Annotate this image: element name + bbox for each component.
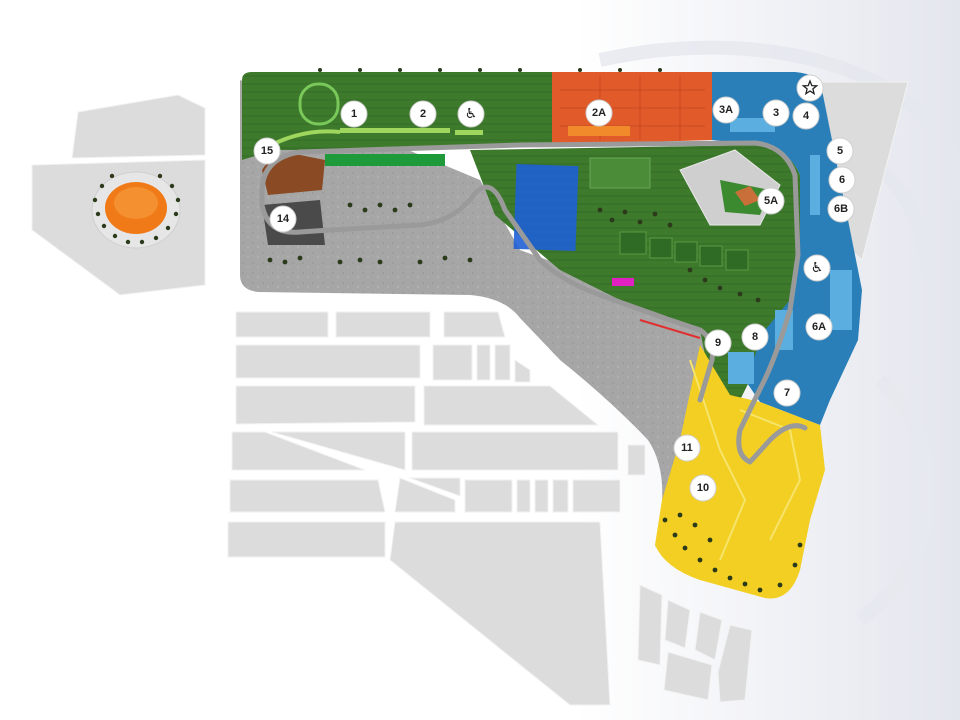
fields [619,231,749,271]
marker-4[interactable]: 4 [792,102,820,130]
marker-label: 10 [697,482,709,494]
wheelchair-icon: ♿ [465,106,478,122]
marker-circle [827,195,855,223]
marker-label: 6B [834,203,848,215]
city-blocks [31,81,909,706]
zone-gray [240,80,740,548]
yellow-paths [689,359,802,561]
trees [267,68,803,593]
marker-circle [269,205,297,233]
marker-label: 8 [752,331,758,343]
marker-6B[interactable]: 6B [827,195,855,223]
marker-circle [828,166,856,194]
zone-yellow [655,345,825,599]
marker-circle [409,100,437,128]
marker-label: 2A [592,107,606,119]
marker-circle [340,100,368,128]
marker-15[interactable]: 15 [253,137,281,165]
star-icon [801,79,819,96]
marker-5[interactable]: 5 [826,137,854,165]
marker-label: 5 [837,145,843,157]
marker-2A[interactable]: 2A [585,99,613,127]
marker-circle [826,137,854,165]
marker-circle [805,313,833,341]
marker-circle [689,474,717,502]
marker-14[interactable]: 14 [269,205,297,233]
marker-label: 7 [784,387,790,399]
marker-circle [704,329,732,357]
marker-3[interactable]: 3 [762,99,790,127]
marker-circle [773,379,801,407]
marker-label: 1 [351,108,357,120]
marker-circle [762,99,790,127]
marker-label: 2 [420,108,426,120]
marker-circle [585,99,613,127]
marker-5A[interactable]: 5A [757,187,785,215]
marker-label: 3 [773,107,779,119]
marker-label: 15 [261,145,273,157]
marker-label: 6 [839,174,845,186]
marker-star-icon[interactable] [796,74,824,102]
marker-circle [457,100,485,128]
race-track [259,140,808,465]
marker-2[interactable]: 2 [409,100,437,128]
marker-6A[interactable]: 6A [805,313,833,341]
marker-1[interactable]: 1 [340,100,368,128]
marker-label: 4 [803,110,810,122]
marker-circle [673,434,701,462]
marker-circle [712,96,740,124]
grandstand-2a [568,126,630,136]
marker-label: 5A [764,195,778,207]
marker-circle [253,137,281,165]
marker-10[interactable]: 10 [689,474,717,502]
marker-circle [803,254,831,282]
markers: 1 2 ♿ 2A 3A 3 4 5 6 6B 5A ♿ 6A 8 9 7 11 10 15 14 [253,74,856,502]
marker-circle [796,74,824,102]
field-1 [589,157,651,189]
marker-circle [792,102,820,130]
marker-7[interactable]: 7 [773,379,801,407]
marker-6[interactable]: 6 [828,166,856,194]
marker-label: 11 [681,442,693,454]
marker-circle [741,323,769,351]
lake [513,163,579,252]
marker-label: 6A [812,321,826,333]
track-curbs [639,319,701,339]
marker-label: 9 [715,337,721,349]
marker-circle [757,187,785,215]
magenta-marker [612,278,634,286]
stadium [91,171,181,249]
wheelchair-icon: ♿ [811,260,824,276]
marker-wheelchair-icon[interactable]: ♿ [457,100,485,128]
marker-label: 14 [277,213,290,225]
zone-green-north [242,72,555,160]
marker-3A[interactable]: 3A [712,96,740,124]
marker-8[interactable]: 8 [741,323,769,351]
marker-wheelchair-icon[interactable]: ♿ [803,254,831,282]
marker-9[interactable]: 9 [704,329,732,357]
building-15 [262,155,325,195]
marker-label: 3A [719,104,733,116]
marker-11[interactable]: 11 [673,434,701,462]
